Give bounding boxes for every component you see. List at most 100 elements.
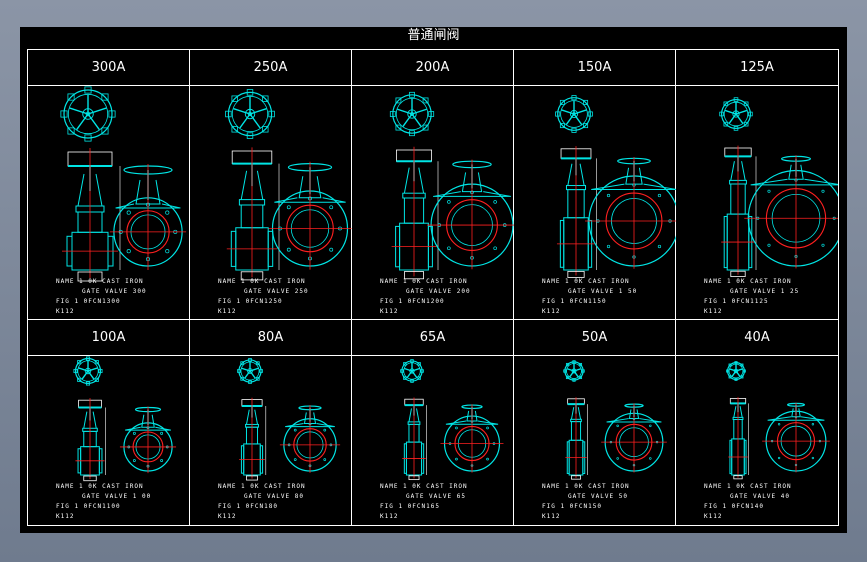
valve-fig-label: FIG 1 0FCN1300: [56, 298, 121, 305]
valve-fig-label: FIG 1 0FCN1125: [704, 298, 769, 305]
valve-size-header: 65A: [352, 320, 513, 356]
valve-front-view: [268, 161, 352, 270]
valve-drawing: [400, 359, 504, 481]
valve-side-view: [728, 397, 749, 480]
valve-size-header: 250A: [190, 50, 351, 86]
valve-cell-65a: 65A NAME 1 0K CAST IRON GATE VALVE 65 FIG 1…: [352, 320, 514, 525]
valve-type-label: GATE VALVE 1 25: [730, 288, 800, 295]
valve-name-label: NAME 1 0K CAST IRON: [704, 483, 792, 490]
valve-type-label: GATE VALVE 200: [406, 288, 471, 295]
valve-type-label: GATE VALVE 1 00: [82, 493, 152, 500]
valve-type-label: GATE VALVE 50: [568, 493, 628, 500]
valve-name-label: NAME 1 0K CAST IRON: [56, 483, 144, 490]
valve-size-header: 125A: [676, 50, 838, 86]
valve-front-view: [440, 404, 504, 473]
valve-type-label: GATE VALVE 40: [730, 493, 790, 500]
valve-cell-100a: 100A NAME 1 0K CAST IRON GATE VALVE 1 00 FI…: [28, 320, 190, 525]
valve-cell-40a: 40A NAME 1 0K CAST IRON GATE VALVE 40 FIG 1…: [676, 320, 838, 525]
valve-size-header: 50A: [514, 320, 675, 356]
valve-k-label: K112: [542, 308, 561, 315]
valve-name-label: NAME 1 0K CAST IRON: [218, 278, 306, 285]
valve-size-header: 300A: [28, 50, 189, 86]
valve-k-label: K112: [218, 513, 237, 520]
valve-name-label: NAME 1 0K CAST IRON: [542, 278, 630, 285]
valve-k-label: K112: [56, 513, 75, 520]
valve-front-view: [762, 402, 830, 473]
valve-k-label: K112: [380, 308, 399, 315]
valve-size-header: 200A: [352, 50, 513, 86]
valve-size-header: 40A: [676, 320, 838, 356]
valve-front-view: [584, 156, 676, 269]
valve-name-label: NAME 1 0K CAST IRON: [56, 278, 144, 285]
valve-fig-label: FIG 1 0FCN1100: [56, 503, 121, 510]
valve-fig-label: FIG 1 0FCN1150: [542, 298, 607, 305]
valve-drawing: [389, 91, 514, 280]
valve-k-label: K112: [218, 308, 237, 315]
handwheel-top-view: [555, 95, 593, 133]
drawing-sheet: 普通闸阀 300A NAME 1 0K CAST IRON GATE VALVE 3…: [20, 27, 847, 533]
valve-front-view: [427, 159, 514, 270]
valve-drawing: [555, 95, 676, 278]
valve-side-view: [239, 397, 267, 481]
valve-fig-label: FIG 1 0FCN1250: [218, 298, 283, 305]
valve-name-label: NAME 1 0K CAST IRON: [542, 483, 630, 490]
valve-k-label: K112: [704, 308, 723, 315]
valve-cell-80a: 80A NAME 1 0K CAST IRON GATE VALVE 80 FIG 1…: [190, 320, 352, 525]
valve-size-header: 150A: [514, 50, 675, 86]
drawing-title: 普通闸阀: [407, 28, 460, 43]
valve-drawing: [225, 89, 352, 281]
handwheel-top-view: [237, 358, 263, 384]
valve-cell-50a: 50A NAME 1 0K CAST IRON GATE VALVE 50 FIG 1…: [514, 320, 676, 525]
valve-drawing: [237, 358, 341, 481]
handwheel-top-view: [719, 97, 753, 131]
handwheel-top-view: [726, 361, 746, 381]
valve-drawing: [719, 97, 838, 277]
valve-fig-label: FIG 1 0FCN165: [380, 503, 440, 510]
valve-front-view: [744, 155, 838, 269]
valve-drawing: [726, 361, 830, 480]
valve-type-label: GATE VALVE 80: [244, 493, 304, 500]
valve-k-label: K112: [542, 513, 561, 520]
valve-front-view: [601, 403, 667, 473]
valve-size-header: 100A: [28, 320, 189, 356]
valve-type-label: GATE VALVE 65: [406, 493, 466, 500]
valve-drawing: [73, 356, 177, 482]
valve-front-view: [119, 406, 177, 474]
valve-side-view: [226, 147, 280, 281]
valve-drawing: [563, 360, 667, 480]
valve-fig-label: FIG 1 0FCN150: [542, 503, 602, 510]
valve-drawing: [60, 86, 187, 282]
valve-side-view: [75, 398, 106, 482]
valve-k-label: K112: [380, 513, 399, 520]
valve-side-view: [402, 397, 427, 481]
valve-cell-125a: 125A NAME 1 0K CAST IRON GATE VALVE 1 25 FI…: [676, 50, 838, 320]
handwheel-top-view: [225, 89, 275, 139]
handwheel-top-view: [563, 360, 585, 382]
valve-type-label: GATE VALVE 300: [82, 288, 147, 295]
valve-front-view: [279, 405, 341, 473]
valve-side-view: [721, 145, 757, 277]
valve-side-view: [62, 148, 121, 282]
valve-k-label: K112: [56, 308, 75, 315]
handwheel-top-view: [400, 359, 424, 383]
handwheel-top-view: [60, 86, 116, 142]
valve-name-label: NAME 1 0K CAST IRON: [380, 278, 468, 285]
valve-name-label: NAME 1 0K CAST IRON: [380, 483, 468, 490]
valve-fig-label: FIG 1 0FCN180: [218, 503, 278, 510]
valve-name-label: NAME 1 0K CAST IRON: [218, 483, 306, 490]
valve-fig-label: FIG 1 0FCN1200: [380, 298, 445, 305]
valve-side-view: [565, 397, 588, 480]
valve-type-label: GATE VALVE 250: [244, 288, 309, 295]
valve-size-header: 80A: [190, 320, 351, 356]
valve-name-label: NAME 1 0K CAST IRON: [704, 278, 792, 285]
handwheel-top-view: [389, 91, 435, 137]
valve-fig-label: FIG 1 0FCN140: [704, 503, 764, 510]
valve-side-view: [556, 146, 597, 278]
handwheel-top-view: [73, 356, 103, 386]
valve-side-view: [391, 146, 439, 280]
